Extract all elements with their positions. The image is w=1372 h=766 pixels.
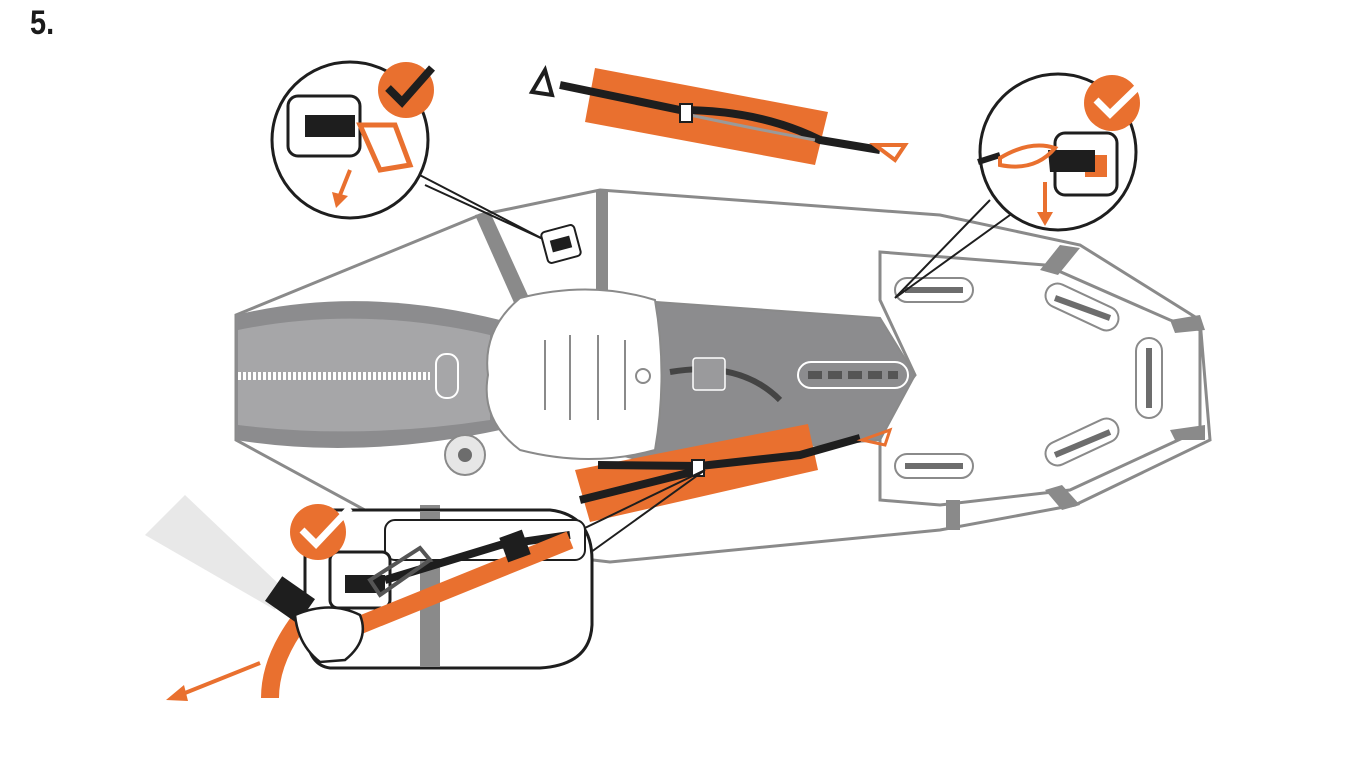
callout-tighten-strap	[261, 504, 594, 699]
arrow-down-icon	[332, 192, 348, 208]
hand-icon	[145, 495, 365, 664]
tie-down-webbing	[905, 287, 1152, 469]
carabiner-icon	[528, 64, 555, 98]
arrow-left-icon	[166, 685, 188, 701]
check-badge-icon	[290, 504, 346, 560]
carabiner-icon	[356, 122, 414, 173]
carabiner-icon	[998, 143, 1059, 169]
seat-backrest	[485, 288, 663, 460]
arrow-down-icon	[1037, 212, 1053, 226]
zipper-pull	[435, 353, 459, 399]
check-badge-icon	[1084, 75, 1140, 131]
seat-baffles	[544, 335, 626, 420]
callout-stern-attach	[270, 60, 435, 220]
bow-tie-downs	[894, 277, 1163, 479]
carabiner-icon	[367, 545, 433, 598]
loose-strap-pad	[528, 64, 909, 165]
carabiner-icon	[869, 143, 909, 163]
callout-bow-attach	[977, 72, 1148, 232]
step-number: 5.	[30, 4, 55, 42]
